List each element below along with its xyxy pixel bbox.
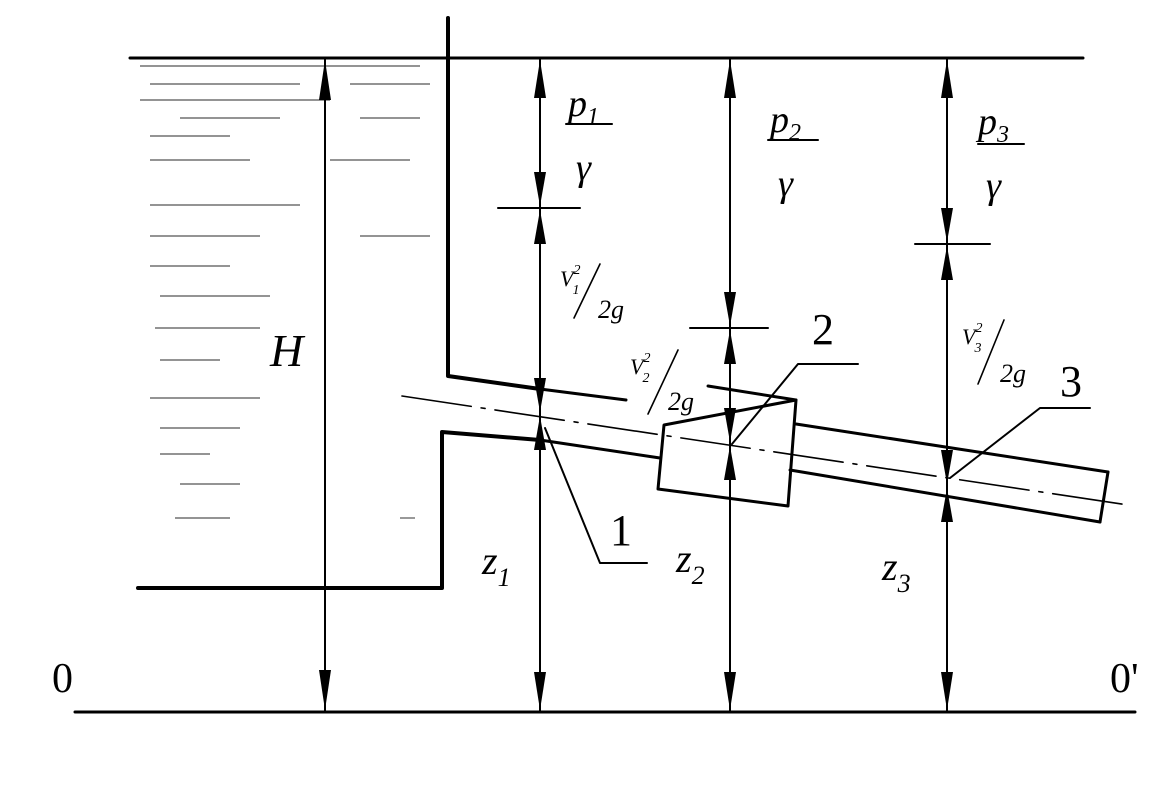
section-leaders — [544, 363, 1091, 564]
reservoir-walls — [136, 16, 542, 590]
pipe — [538, 384, 1110, 524]
velocity-den-2: 2g — [668, 387, 694, 416]
water-hatching — [140, 65, 430, 519]
velocity-den-1: 2g — [598, 295, 624, 324]
elevation-3: z3 — [881, 544, 911, 598]
section-number-1: 1 — [610, 506, 632, 555]
pipe-axis — [401, 395, 1129, 506]
elevation-2: z2 — [675, 536, 705, 590]
fraction-bars — [565, 123, 1025, 415]
section-number-2: 2 — [812, 305, 834, 354]
datum-left-label: 0 — [52, 656, 73, 702]
pressure-num-2: p2 — [767, 99, 801, 146]
section-number-3: 3 — [1060, 357, 1082, 406]
dimension-lines — [324, 57, 991, 713]
arrowheads — [319, 60, 953, 710]
velocity-den-3: 2g — [1000, 359, 1026, 388]
datum-right-label: 0' — [1110, 656, 1139, 702]
pressure-den-1: γ — [576, 147, 592, 189]
pressure-num-1: p1 — [565, 83, 599, 130]
elevation-1: z1 — [481, 538, 511, 592]
pressure-den-3: γ — [986, 165, 1002, 207]
head-label: H — [269, 325, 306, 376]
pressure-num-3: p3 — [975, 101, 1009, 148]
pressure-den-2: γ — [778, 163, 794, 205]
